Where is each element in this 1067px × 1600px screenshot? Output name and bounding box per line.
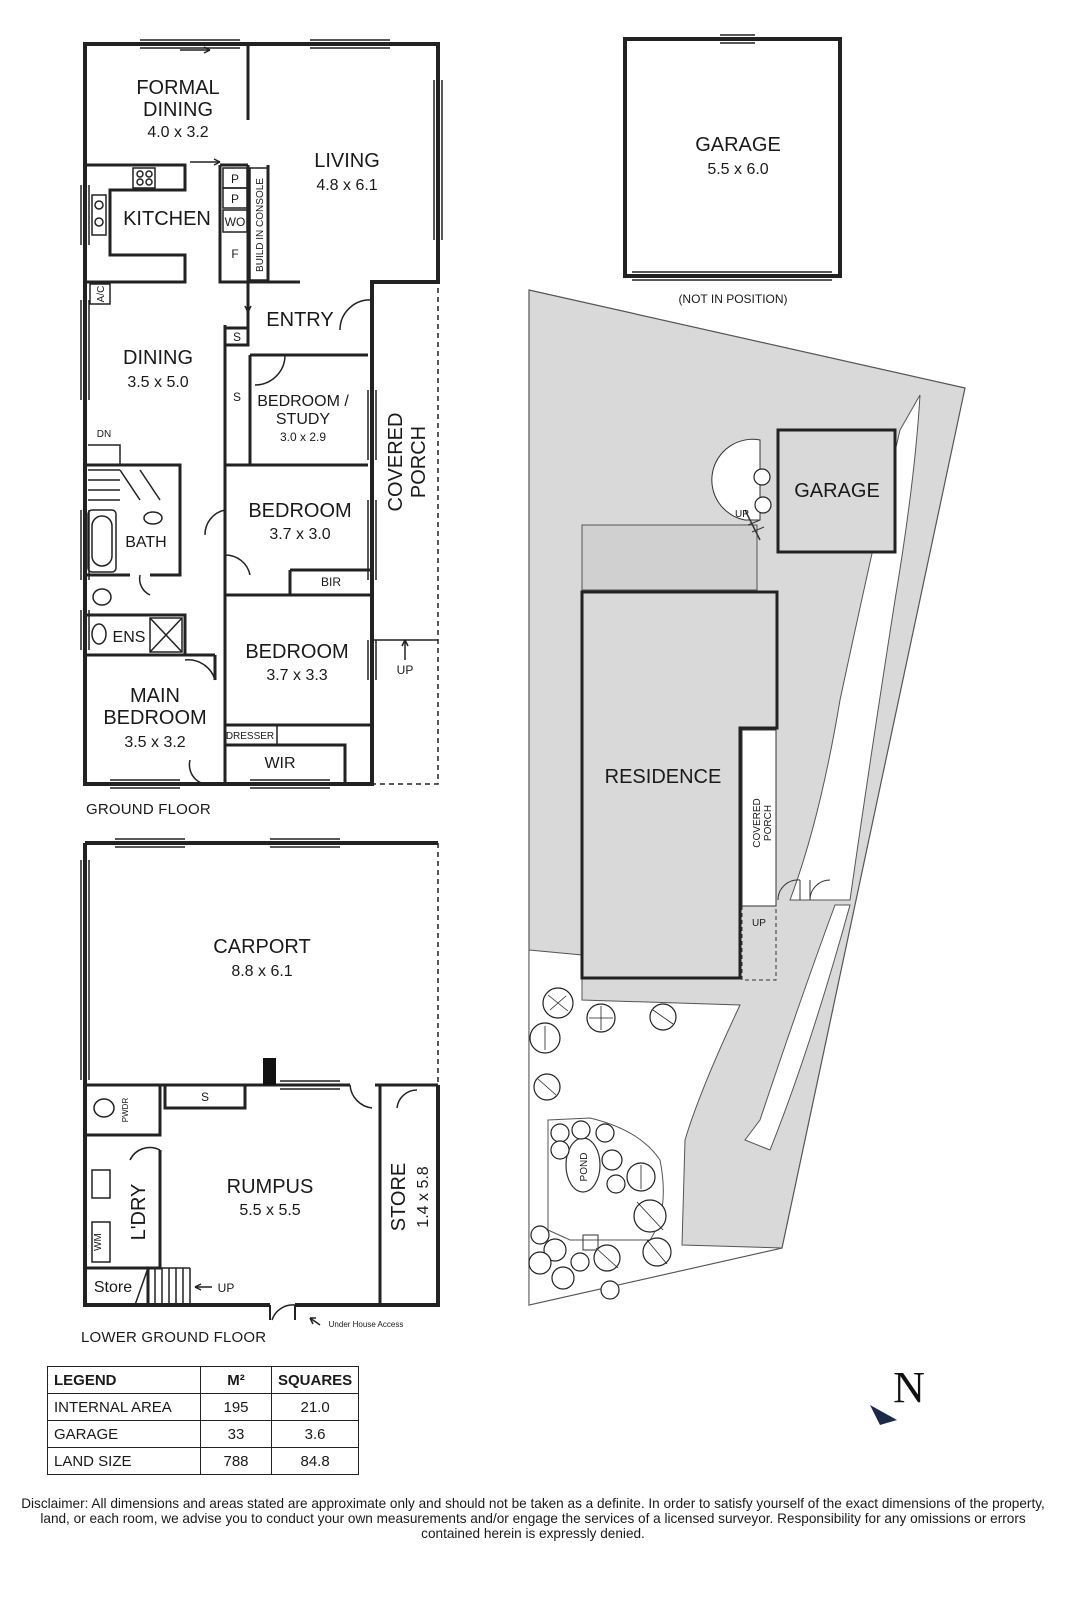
wir-label: WIR [264, 755, 295, 772]
garage-plan-size: 5.5 x 6.0 [707, 161, 768, 178]
legend-row: INTERNAL AREA 195 21.0 [47, 1393, 360, 1421]
carport-size: 8.8 x 6.1 [231, 963, 292, 980]
bedroom-2-label: BEDROOM [245, 641, 348, 663]
console-label: BUILD IN CONSOLE [255, 178, 266, 272]
rumpus-size: 5.5 x 5.5 [239, 1202, 300, 1219]
storage-tall-label: S [233, 390, 241, 404]
legend-row-label: GARAGE [47, 1420, 201, 1448]
covered-porch-label-1: COVERED [385, 413, 407, 512]
living-size: 4.8 x 6.1 [316, 177, 377, 194]
legend-row-squares: 21.0 [270, 1393, 360, 1421]
legend-row-squares: 84.8 [270, 1447, 360, 1475]
washing-machine-label: WM [93, 1233, 104, 1251]
carport-label: CARPORT [213, 936, 310, 958]
bedroom-2-size: 3.7 x 3.3 [266, 667, 327, 684]
legend-header-m2: M² [200, 1366, 272, 1394]
ground-floor-plan [80, 39, 443, 789]
site-up-label-1: UP [735, 509, 749, 520]
main-bedroom-label-1: MAIN [130, 685, 180, 707]
ground-floor-labels: FORMAL DINING 4.0 x 3.2 LIVING 4.8 x 6.1… [96, 77, 430, 772]
bedroom-1-label: BEDROOM [248, 500, 351, 522]
bedroom-study-label-2: STUDY [276, 411, 331, 428]
bedroom-1-size: 3.7 x 3.0 [269, 526, 330, 543]
legend-row-m2: 195 [200, 1393, 272, 1421]
store-room-label: STORE [388, 1163, 410, 1232]
dresser-label: DRESSER [226, 731, 274, 742]
dining-size: 3.5 x 5.0 [127, 374, 188, 391]
lower-floor-plan [80, 838, 440, 1326]
porch-up-label: UP [397, 663, 414, 677]
covered-porch-label-2: PORCH [408, 426, 430, 498]
formal-dining-label-2: DINING [143, 99, 213, 121]
site-plan-labels: GARAGE UP RESIDENCE COVERED PORCH UP PON… [579, 480, 880, 1181]
legend-row-m2: 788 [200, 1447, 272, 1475]
ac-label: A/C [96, 286, 107, 303]
formal-dining-label-1: FORMAL [136, 77, 219, 99]
residence-label: RESIDENCE [605, 766, 722, 788]
pantry-label-2: P [231, 192, 239, 206]
site-porch-label-1: COVERED [752, 798, 763, 847]
site-up-label-2: UP [752, 918, 766, 929]
area-legend-table: LEGEND M² SQUARES INTERNAL AREA 195 21.0… [47, 1366, 360, 1475]
storage-small-label: S [233, 330, 241, 344]
garage-plan [623, 34, 842, 281]
garage-plan-label: GARAGE [695, 134, 781, 156]
rumpus-label: RUMPUS [227, 1176, 314, 1198]
north-arrow: N [870, 1363, 925, 1425]
powder-room-label: PWDR [121, 1098, 130, 1123]
living-label: LIVING [314, 150, 380, 172]
lower-floor-labels: CARPORT 8.8 x 6.1 S PWDR RUMPUS 5.5 x 5.… [93, 936, 432, 1329]
legend-header-label: LEGEND [47, 1366, 201, 1394]
kitchen-label: KITCHEN [123, 208, 211, 230]
site-garage-label: GARAGE [794, 480, 880, 502]
lower-floor-title: LOWER GROUND FLOOR [81, 1329, 267, 1346]
wall-oven-label: WO [225, 215, 246, 229]
dining-label: DINING [123, 347, 193, 369]
legend-row-label: LAND SIZE [47, 1447, 201, 1475]
legend-row-label: INTERNAL AREA [47, 1393, 201, 1421]
disclaimer-text: Disclaimer: All dimensions and areas sta… [21, 1496, 1045, 1541]
site-porch-label-2: PORCH [763, 805, 774, 841]
legend-row: LAND SIZE 788 84.8 [47, 1447, 360, 1475]
entry-label: ENTRY [266, 309, 333, 331]
bir-label: BIR [321, 575, 341, 589]
ens-label: ENS [113, 629, 146, 646]
bedroom-study-size: 3.0 x 2.9 [280, 430, 326, 444]
formal-dining-size: 4.0 x 3.2 [147, 124, 208, 141]
main-bedroom-label-2: BEDROOM [103, 707, 206, 729]
legend-row-squares: 3.6 [270, 1420, 360, 1448]
legend-header-squares: SQUARES [270, 1366, 360, 1394]
legend-row: GARAGE 33 3.6 [47, 1420, 360, 1448]
legend-row-m2: 33 [200, 1420, 272, 1448]
laundry-label: L'DRY [128, 1184, 150, 1241]
ground-floor-title: GROUND FLOOR [86, 801, 211, 818]
bath-label: BATH [125, 534, 166, 551]
lower-storage-label: S [201, 1090, 209, 1104]
fridge-label: F [231, 247, 238, 261]
store-room-size: 1.4 x 5.8 [415, 1166, 432, 1227]
bedroom-study-label-1: BEDROOM / [257, 393, 349, 410]
lower-store-label: Store [94, 1279, 132, 1296]
under-house-access-note: Under House Access [329, 1320, 404, 1329]
pond-label: POND [579, 1153, 590, 1182]
stairs-down-label: DN [97, 429, 111, 440]
main-bedroom-size: 3.5 x 3.2 [124, 734, 185, 751]
garage-not-in-position-note: (NOT IN POSITION) [678, 292, 787, 306]
site-plan [528, 289, 966, 1306]
north-label: N [893, 1363, 925, 1412]
lower-up-label: UP [218, 1281, 235, 1295]
pantry-label-1: P [231, 172, 239, 186]
